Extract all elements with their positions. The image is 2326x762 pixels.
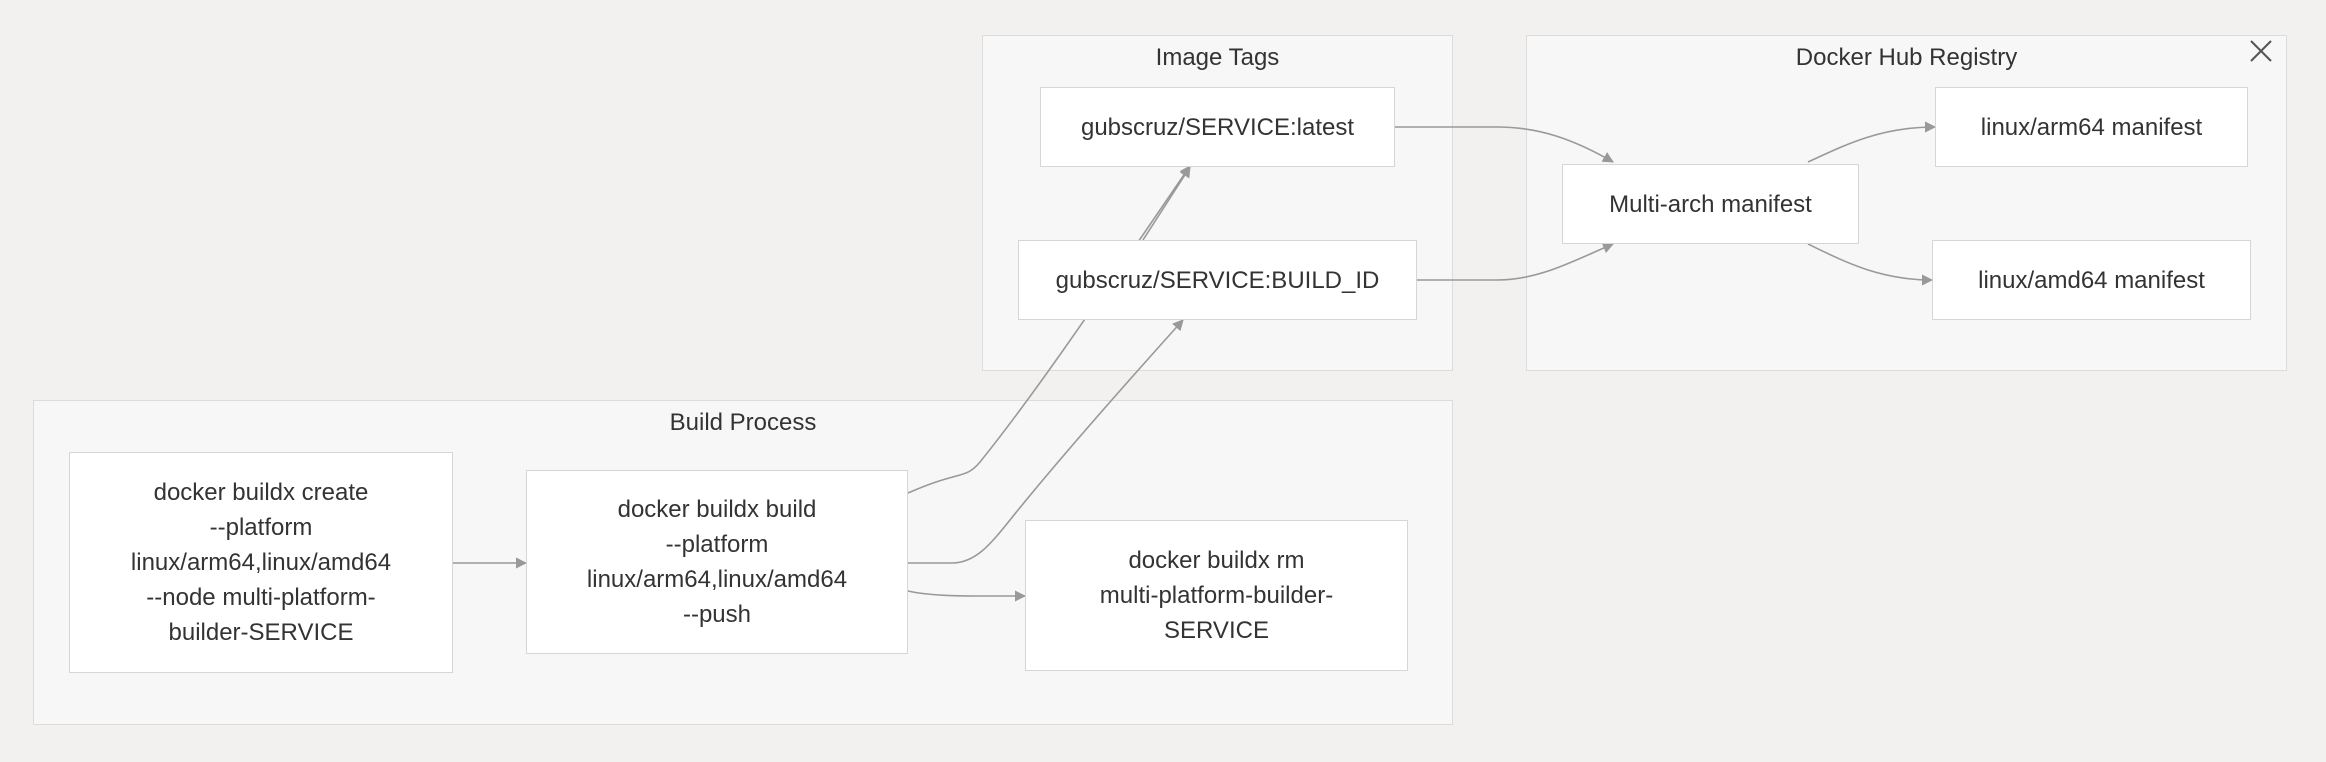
node-label-tag-latest: gubscruz/SERVICE:latest [1080, 113, 1354, 141]
node-tag-latest[interactable]: gubscruz/SERVICE:latest [1040, 87, 1395, 167]
node-label-amd64-manifest: linux/amd64 manifest [1978, 266, 2205, 294]
node-label-buildx-rm: docker buildx rm multi-platform-builder-… [1099, 547, 1334, 644]
cluster-title-docker-hub-registry: Docker Hub Registry [1795, 44, 2018, 71]
cluster-title-build-process: Build Process [669, 409, 817, 436]
edge-build-to-rm [907, 590, 1027, 602]
node-tag-build-id[interactable]: gubscruz/SERVICE:BUILD_ID [1018, 240, 1417, 320]
node-label-arm64-manifest: linux/arm64 manifest [1980, 113, 2203, 141]
node-label-buildx-create: docker buildx create --platform linux/ar… [130, 479, 392, 646]
node-amd64-manifest[interactable]: linux/amd64 manifest [1932, 240, 2251, 320]
node-arm64-manifest[interactable]: linux/arm64 manifest [1935, 87, 2248, 167]
edge-multi-arch-to-amd64 [1807, 243, 1934, 286]
node-label-tag-build-id: gubscruz/SERVICE:BUILD_ID [1055, 266, 1380, 294]
node-buildx-build[interactable]: docker buildx build --platform linux/arm… [526, 470, 908, 654]
node-buildx-rm[interactable]: docker buildx rm multi-platform-builder-… [1025, 520, 1408, 671]
edge-tag-build-id-to-multi-arch [1417, 242, 1615, 281]
node-label-buildx-build: docker buildx build --platform linux/arm… [586, 496, 848, 628]
node-multi-arch-manifest[interactable]: Multi-arch manifest [1562, 164, 1859, 244]
edge-tag-build-id-to-tag-latest [1142, 166, 1191, 241]
cluster-title-image-tags: Image Tags [1155, 44, 1280, 71]
edge-build-to-tag-build-id [908, 319, 1184, 564]
edge-tag-latest-to-multi-arch [1395, 126, 1614, 163]
close-icon [2250, 40, 2272, 62]
edge-build-to-tag-latest [907, 165, 1191, 494]
node-buildx-create[interactable]: docker buildx create --platform linux/ar… [69, 452, 453, 673]
edge-multi-arch-to-arm64 [1807, 121, 1937, 163]
node-label-multi-arch-manifest: Multi-arch manifest [1609, 190, 1812, 218]
close-button[interactable] [2247, 37, 2275, 65]
